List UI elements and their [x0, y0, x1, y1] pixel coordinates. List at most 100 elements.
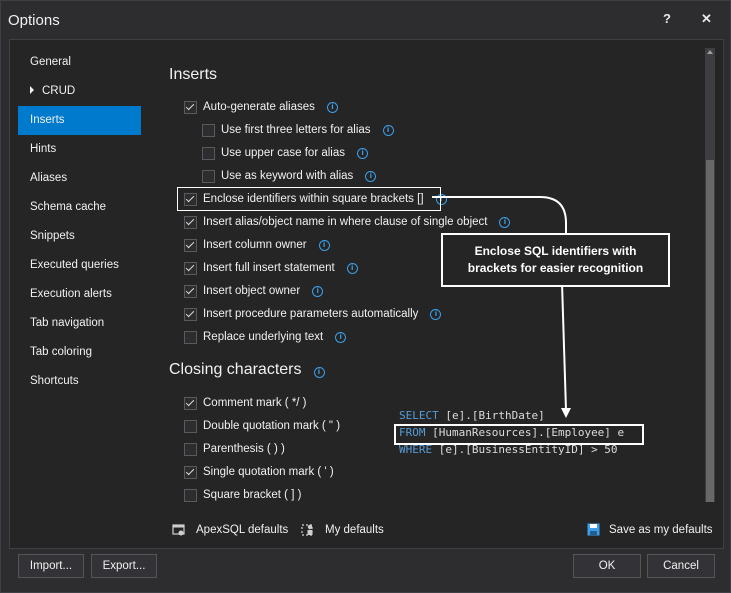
info-icon[interactable]: i	[335, 331, 347, 343]
nav-item-inserts[interactable]: Inserts	[18, 106, 141, 135]
help-button[interactable]: ?	[663, 11, 671, 26]
info-icon[interactable]: i	[435, 193, 447, 205]
checkbox[interactable]	[184, 284, 197, 298]
callout-line-2: brackets for easier recognition	[467, 261, 644, 275]
closing-heading: Closing characters i	[169, 361, 325, 379]
info-icon[interactable]: i	[312, 285, 324, 297]
save-defaults-button[interactable]: Save as my defaults	[587, 523, 713, 536]
cancel-button[interactable]: Cancel	[647, 554, 715, 578]
window-title: Options	[8, 12, 60, 29]
option-label: Replace underlying text	[203, 331, 324, 343]
checkbox[interactable]	[184, 238, 197, 252]
option-label: Insert alias/object name in where clause…	[203, 216, 488, 228]
option-label: Double quotation mark ( " )	[203, 420, 341, 432]
option-procedure-params[interactable]: Insert procedure parameters automaticall…	[184, 305, 442, 323]
checkbox[interactable]	[202, 146, 215, 160]
nav-item-schema-cache[interactable]: Schema cache	[30, 201, 107, 213]
callout-text: Enclose SQL identifiers with brackets for…	[468, 243, 643, 277]
option-double-quote[interactable]: Double quotation mark ( " )	[184, 417, 340, 435]
option-column-owner[interactable]: Insert column owner i	[184, 236, 330, 254]
checkbox[interactable]	[184, 488, 197, 502]
user-defaults-icon	[301, 524, 313, 536]
option-label: Use as keyword with alias	[221, 170, 354, 182]
checkbox[interactable]	[202, 169, 215, 183]
defaults-icon	[172, 524, 185, 536]
nav-item-snippets[interactable]: Snippets	[30, 230, 75, 242]
info-icon[interactable]: i	[382, 124, 394, 136]
checkbox[interactable]	[184, 465, 197, 479]
option-single-quote[interactable]: Single quotation mark ( ' )	[184, 463, 334, 481]
option-label: Enclose identifiers within square bracke…	[203, 193, 424, 205]
checkbox[interactable]	[184, 100, 197, 114]
ok-button[interactable]: OK	[573, 554, 641, 578]
option-as-keyword-alias[interactable]: Use as keyword with alias i	[202, 167, 377, 185]
code-line-from: FROM [HumanResources].[Employee] e	[399, 426, 624, 439]
callout-connector	[432, 196, 571, 418]
options-panel: General CRUD Inserts Hints Aliases Schem…	[9, 39, 724, 549]
option-alias-in-where[interactable]: Insert alias/object name in where clause…	[184, 213, 511, 231]
checkbox[interactable]	[202, 123, 215, 137]
save-defaults-label: Save as my defaults	[609, 523, 713, 536]
my-defaults-button[interactable]: My defaults	[301, 523, 384, 537]
option-label: Single quotation mark ( ' )	[203, 466, 334, 478]
option-upper-case-alias[interactable]: Use upper case for alias i	[202, 144, 369, 162]
save-icon	[587, 523, 600, 536]
info-icon[interactable]: i	[365, 170, 377, 182]
info-icon[interactable]: i	[346, 262, 358, 274]
nav-item-general[interactable]: General	[30, 56, 71, 68]
info-icon[interactable]: i	[313, 367, 325, 378]
nav-item-tab-coloring[interactable]: Tab coloring	[30, 346, 93, 358]
vertical-scrollbar[interactable]	[705, 48, 715, 502]
option-comment-mark[interactable]: Comment mark ( */ )	[184, 394, 307, 412]
sql-text: [HumanResources].[Employee] e	[425, 426, 625, 439]
import-button[interactable]: Import...	[18, 554, 84, 578]
checkbox[interactable]	[184, 330, 197, 344]
info-icon[interactable]: i	[499, 216, 511, 228]
checkbox[interactable]	[184, 307, 197, 321]
option-square-brackets[interactable]: Enclose identifiers within square bracke…	[184, 190, 447, 208]
close-icon[interactable]: ✕	[701, 11, 712, 26]
sql-text: [e].[BusinessEntityID] > 50	[432, 443, 618, 456]
checkbox[interactable]	[184, 419, 197, 433]
callout-box: Enclose SQL identifiers with brackets for…	[441, 233, 670, 287]
nav-item-execution-alerts[interactable]: Execution alerts	[30, 288, 112, 300]
code-line-select: SELECT [e].[BirthDate]	[399, 409, 545, 422]
scroll-up-icon[interactable]	[707, 50, 713, 54]
option-replace-text[interactable]: Replace underlying text i	[184, 328, 347, 346]
option-label: Insert column owner	[203, 239, 307, 251]
option-full-insert[interactable]: Insert full insert statement i	[184, 259, 358, 277]
checkbox[interactable]	[184, 215, 197, 229]
option-square-bracket[interactable]: Square bracket ( ] )	[184, 486, 301, 504]
checkbox[interactable]	[184, 192, 197, 206]
closing-heading-text: Closing characters	[169, 361, 302, 378]
info-icon[interactable]: i	[357, 147, 369, 159]
info-icon[interactable]: i	[318, 239, 330, 251]
nav-item-crud[interactable]: CRUD	[18, 77, 141, 106]
nav-item-executed-queries[interactable]: Executed queries	[30, 259, 119, 271]
callout-line-1: Enclose SQL identifiers with	[474, 244, 637, 258]
sql-text: [e].[BirthDate]	[438, 409, 545, 422]
expand-arrow-icon[interactable]	[30, 85, 34, 94]
nav-item-hints[interactable]: Hints	[30, 143, 57, 155]
checkbox[interactable]	[184, 396, 197, 410]
my-defaults-label: My defaults	[325, 524, 384, 536]
nav-item-shortcuts[interactable]: Shortcuts	[30, 375, 79, 387]
apexsql-defaults-button[interactable]: ApexSQL defaults	[172, 523, 288, 537]
scroll-thumb[interactable]	[706, 160, 714, 502]
option-label: Insert full insert statement	[203, 262, 335, 274]
sql-keyword: WHERE	[399, 443, 433, 456]
checkbox[interactable]	[184, 261, 197, 275]
nav-item-aliases[interactable]: Aliases	[30, 172, 68, 184]
nav-item-tab-navigation[interactable]: Tab navigation	[30, 317, 105, 329]
checkbox[interactable]	[184, 442, 197, 456]
option-label: Insert procedure parameters automaticall…	[203, 308, 419, 320]
info-icon[interactable]: i	[326, 101, 338, 113]
export-button[interactable]: Export...	[91, 554, 157, 578]
info-icon[interactable]: i	[430, 308, 442, 320]
option-label: Use upper case for alias	[221, 147, 346, 159]
option-parenthesis[interactable]: Parenthesis ( ) )	[184, 440, 285, 458]
